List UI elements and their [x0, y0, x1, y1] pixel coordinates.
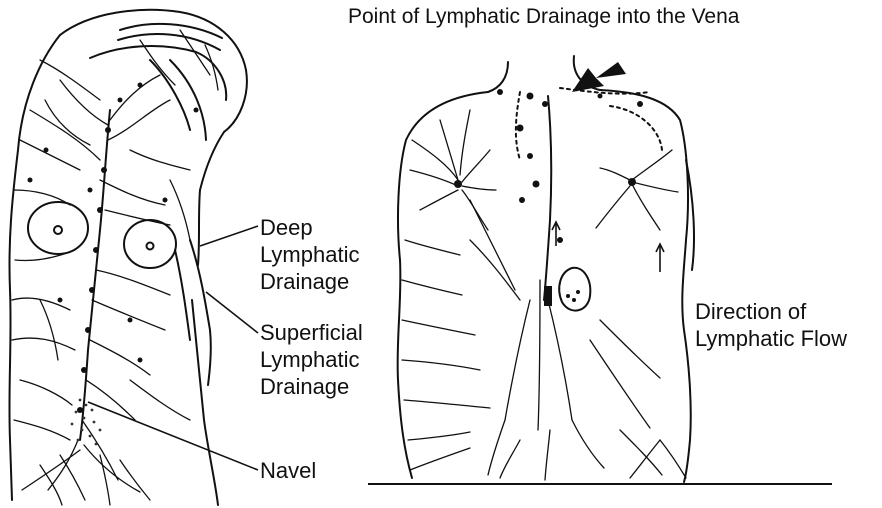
label-line: Lymphatic — [260, 346, 363, 373]
drainage-arrow-icon — [572, 62, 626, 92]
label-navel: Navel — [260, 457, 316, 484]
cisterna-chyli — [544, 286, 552, 306]
right-torso-left-outline — [398, 92, 488, 478]
right-torso-figure — [398, 56, 694, 482]
label-line: Drainage — [260, 268, 359, 295]
label-superficial-lymphatic-drainage: Superficial Lymphatic Drainage — [260, 319, 363, 400]
leader-navel — [88, 402, 258, 470]
label-line: Lymphatic Flow — [695, 325, 847, 352]
left-breast — [28, 202, 88, 254]
thoracic-duct — [544, 96, 551, 300]
label-direction-of-lymphatic-flow: Direction of Lymphatic Flow — [695, 298, 847, 352]
diagram-title: Point of Lymphatic Drainage into the Ven… — [348, 3, 739, 30]
left-lymph-nodes — [28, 83, 199, 414]
right-lymph-nodes — [454, 89, 643, 306]
label-line: Superficial — [260, 319, 363, 346]
leader-deep — [200, 226, 258, 246]
right-torso-right-outline — [600, 90, 691, 482]
flow-arrow-icons — [552, 222, 664, 272]
label-line: Lymphatic — [260, 241, 359, 268]
label-line: Direction of — [695, 298, 847, 325]
right-neck-left — [488, 62, 508, 92]
label-line: Drainage — [260, 373, 363, 400]
leader-superficial — [206, 292, 258, 333]
kidney-shape — [559, 268, 590, 311]
left-lymph-network — [12, 30, 218, 505]
left-torso-figure — [9, 10, 246, 505]
label-line: Deep — [260, 214, 359, 241]
leader-lines — [88, 226, 258, 470]
right-breast — [124, 220, 176, 268]
left-torso-outline — [9, 35, 60, 500]
label-deep-lymphatic-drainage: Deep Lymphatic Drainage — [260, 214, 359, 295]
